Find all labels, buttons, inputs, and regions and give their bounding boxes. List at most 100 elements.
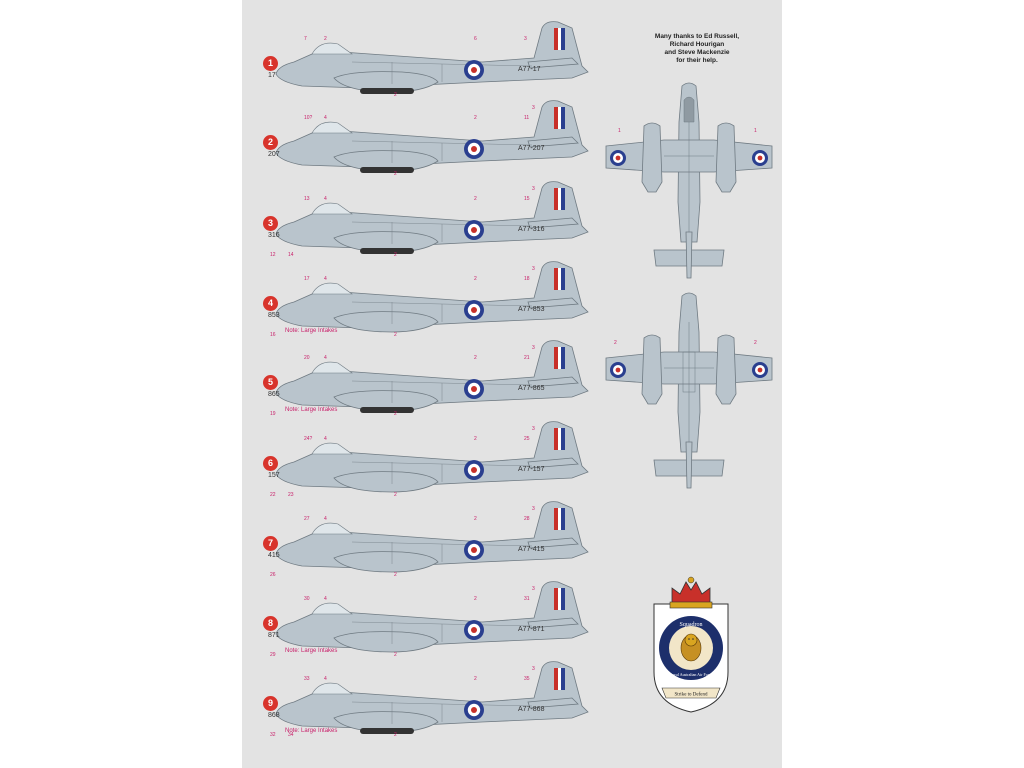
callout-number: 2 bbox=[394, 92, 397, 98]
profile-number-badge: 5 bbox=[263, 375, 278, 390]
callout-number: 20 bbox=[304, 355, 310, 361]
profile-number-badge: 6 bbox=[263, 456, 278, 471]
plan-view-top bbox=[605, 82, 773, 279]
callout-number: 3 bbox=[532, 266, 535, 272]
callout-number: 11 bbox=[524, 115, 530, 121]
callout-number: 31 bbox=[524, 596, 530, 602]
decal-sheet: Many thanks to Ed Russell, Richard Houri… bbox=[242, 0, 782, 768]
callout-number: 3 bbox=[532, 345, 535, 351]
plan-callout: 2 bbox=[754, 340, 757, 346]
crest-motto: Strike to Defend bbox=[674, 693, 708, 698]
profile-number-badge: 3 bbox=[263, 216, 278, 231]
callout-number: 2 bbox=[324, 36, 327, 42]
aircraft-side-view bbox=[275, 661, 589, 734]
callout-number: 6 bbox=[474, 36, 477, 42]
callout-number: 4 bbox=[324, 276, 327, 282]
callout-number: 35 bbox=[524, 676, 530, 682]
serial-number: A77-316 bbox=[518, 226, 545, 233]
callout-number: 7 bbox=[304, 36, 307, 42]
thanks-line: for their help. bbox=[676, 57, 718, 64]
lion-icon bbox=[680, 633, 702, 662]
roundel bbox=[610, 150, 768, 166]
callout-number: 4 bbox=[324, 676, 327, 682]
serial-number: A77-17 bbox=[518, 66, 541, 73]
crown-icon bbox=[669, 576, 713, 609]
intake-note: Note: Large Intakes bbox=[285, 328, 338, 334]
profile-number-badge: 2 bbox=[263, 135, 278, 150]
callout-number: 32 bbox=[270, 732, 276, 738]
profile-number-badge: 8 bbox=[263, 616, 278, 631]
thanks-line: Richard Hourigan bbox=[669, 41, 725, 48]
callout-number: 2 bbox=[474, 355, 477, 361]
callout-number: 2 bbox=[394, 652, 397, 658]
serial-number: A77-871 bbox=[518, 626, 545, 633]
aircraft-side-view bbox=[275, 421, 589, 493]
callout-number: 2 bbox=[474, 596, 477, 602]
callout-number: 4 bbox=[324, 196, 327, 202]
callout-number: 10? bbox=[304, 115, 313, 121]
callout-number: 17 bbox=[304, 276, 310, 282]
crest-banner-top: Squadron bbox=[680, 622, 703, 628]
callout-number: 4 bbox=[324, 355, 327, 361]
callout-number: 2 bbox=[474, 516, 477, 522]
nose-number: 415 bbox=[268, 552, 280, 559]
aircraft-side-view bbox=[275, 21, 589, 94]
callout-number: 25 bbox=[524, 436, 530, 442]
serial-number: A77-415 bbox=[518, 546, 545, 553]
callout-number: 2 bbox=[394, 411, 397, 417]
callout-number: 2 bbox=[394, 492, 397, 498]
squadron-crest: Squadron Royal Australian Air Force Stri… bbox=[653, 576, 729, 713]
callout-number: 3 bbox=[532, 586, 535, 592]
aircraft-side-view bbox=[275, 340, 589, 413]
thanks-line: Many thanks to Ed Russell, bbox=[654, 33, 740, 40]
callout-number: 15 bbox=[524, 196, 530, 202]
callout-number: 2 bbox=[474, 115, 477, 121]
callout-number: 34 bbox=[288, 732, 294, 738]
plan-callout: 2 bbox=[614, 340, 617, 346]
callout-number: 29 bbox=[270, 652, 276, 658]
callout-number: 12 bbox=[270, 252, 276, 258]
callout-number: 3 bbox=[532, 666, 535, 672]
callout-number: 27 bbox=[304, 516, 310, 522]
thanks-line: and Steve Mackenzie bbox=[664, 49, 730, 56]
callout-number: 2 bbox=[394, 572, 397, 578]
callout-number: 2 bbox=[394, 171, 397, 177]
callout-number: 2 bbox=[394, 732, 397, 738]
callout-number: 30 bbox=[304, 596, 310, 602]
callout-number: 21 bbox=[524, 355, 530, 361]
nose-number: 316 bbox=[268, 232, 280, 239]
nose-number: 865 bbox=[268, 391, 280, 398]
callout-number: 18 bbox=[524, 276, 530, 282]
callout-number: 2 bbox=[474, 676, 477, 682]
callout-number: 2 bbox=[474, 436, 477, 442]
intake-note: Note: Large Intakes bbox=[285, 648, 338, 654]
nose-number: 207 bbox=[268, 151, 280, 158]
nose-number: 868 bbox=[268, 712, 280, 719]
callout-number: 2 bbox=[474, 196, 477, 202]
callout-number: 33 bbox=[304, 676, 310, 682]
callout-number: 23 bbox=[288, 492, 294, 498]
serial-number: A77-157 bbox=[518, 466, 545, 473]
crest-banner-ring: Royal Australian Air Force bbox=[669, 672, 712, 677]
aircraft-side-view bbox=[275, 100, 589, 173]
serial-number: A77-853 bbox=[518, 306, 545, 313]
callout-number: 3 bbox=[532, 186, 535, 192]
callout-number: 16 bbox=[270, 332, 276, 338]
thanks-note: Many thanks to Ed Russell, Richard Houri… bbox=[635, 33, 759, 65]
callout-number: 3 bbox=[532, 105, 535, 111]
nose-number: 157 bbox=[268, 472, 280, 479]
callout-number: 26 bbox=[270, 572, 276, 578]
plan-view-bottom bbox=[605, 292, 773, 489]
nose-number: 853 bbox=[268, 312, 280, 319]
serial-number: A77-865 bbox=[518, 385, 545, 392]
callout-number: 19 bbox=[270, 411, 276, 417]
callout-number: 2 bbox=[394, 252, 397, 258]
intake-note: Note: Large Intakes bbox=[285, 728, 338, 734]
